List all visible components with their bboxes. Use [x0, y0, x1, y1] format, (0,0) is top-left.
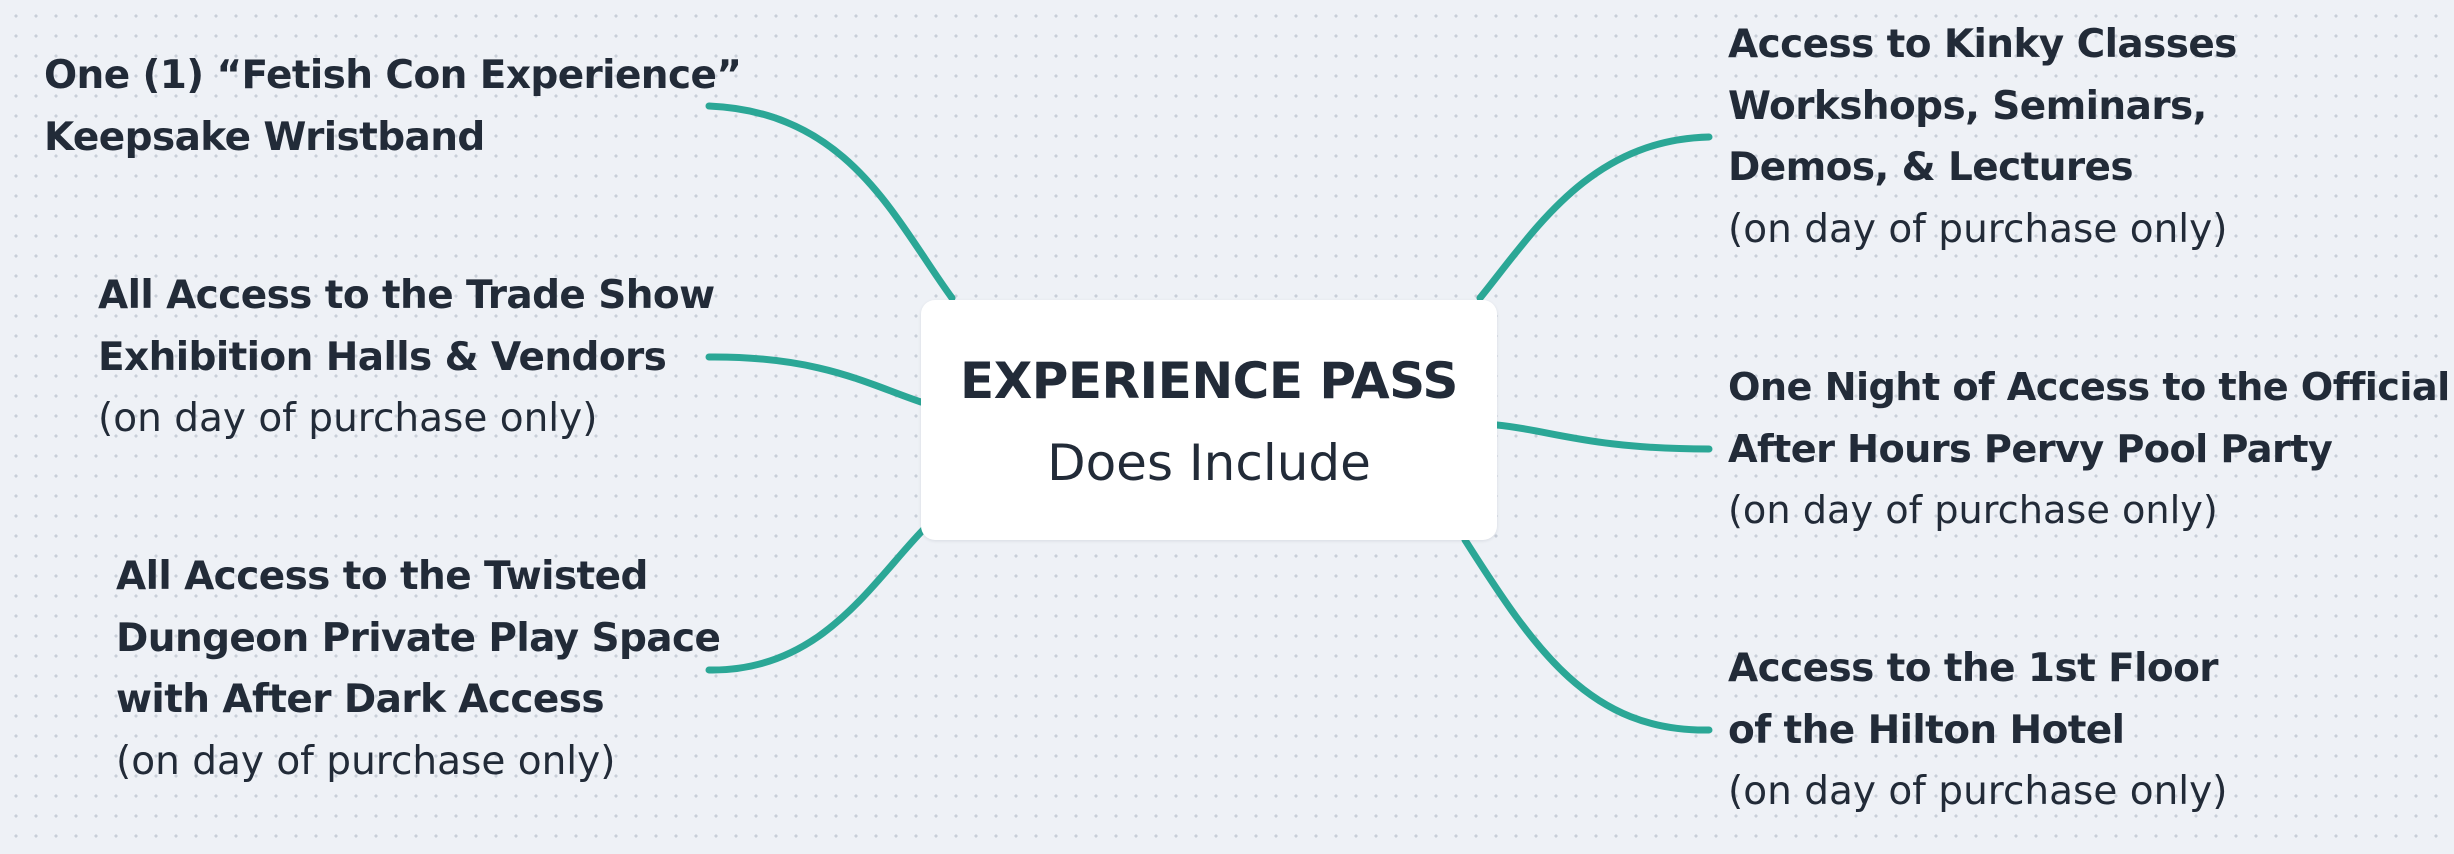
branch-node-pool-party[interactable]: One Night of Access to the Official Afte… — [1728, 357, 2450, 542]
branch-line: with After Dark Access — [116, 677, 605, 722]
branch-line: After Hours Pervy Pool Party — [1728, 426, 2333, 472]
central-topic[interactable]: EXPERIENCE PASS Does Include — [921, 300, 1497, 540]
branch-line: Keepsake Wristband — [44, 114, 485, 160]
branch-line: Workshops, Seminars, — [1728, 83, 2207, 129]
branch-note: (on day of purchase only) — [98, 396, 598, 441]
branch-note: (on day of purchase only) — [116, 738, 616, 784]
connector-left-3 — [705, 526, 927, 674]
branch-node-wristband[interactable]: One (1) “Fetish Con Experience” Keepsake… — [44, 45, 742, 168]
branch-note: (on day of purchase only) — [1728, 206, 2228, 252]
branch-line: Exhibition Halls & Vendors — [98, 334, 667, 380]
branch-line: Access to the 1st Floor — [1728, 646, 2219, 691]
branch-line: Demos, & Lectures — [1728, 145, 2134, 190]
central-topic-subtitle: Does Include — [1047, 434, 1371, 492]
branch-node-dungeon[interactable]: All Access to the Twisted Dungeon Privat… — [116, 546, 721, 792]
branch-line: of the Hilton Hotel — [1728, 707, 2125, 753]
branch-line: One (1) “Fetish Con Experience” — [44, 53, 742, 98]
central-topic-title: EXPERIENCE PASS — [960, 352, 1458, 410]
branch-line: All Access to the Trade Show — [98, 273, 715, 318]
branch-node-classes[interactable]: Access to Kinky Classes Workshops, Semin… — [1728, 14, 2237, 260]
connector-right-2 — [1493, 421, 1713, 453]
branch-note: (on day of purchase only) — [1728, 488, 2218, 533]
branch-line: Access to Kinky Classes — [1728, 22, 2237, 67]
connector-left-1 — [705, 102, 956, 302]
branch-line: One Night of Access to the Official — [1728, 365, 2450, 410]
connector-right-3 — [1461, 536, 1713, 734]
branch-node-hilton-floor[interactable]: Access to the 1st Floor of the Hilton Ho… — [1728, 638, 2227, 823]
branch-node-trade-show[interactable]: All Access to the Trade Show Exhibition … — [98, 265, 715, 450]
branch-line: Dungeon Private Play Space — [116, 615, 721, 661]
connector-right-1 — [1476, 133, 1713, 302]
branch-note: (on day of purchase only) — [1728, 769, 2228, 814]
connector-left-2 — [705, 353, 925, 406]
branch-line: All Access to the Twisted — [116, 554, 648, 599]
